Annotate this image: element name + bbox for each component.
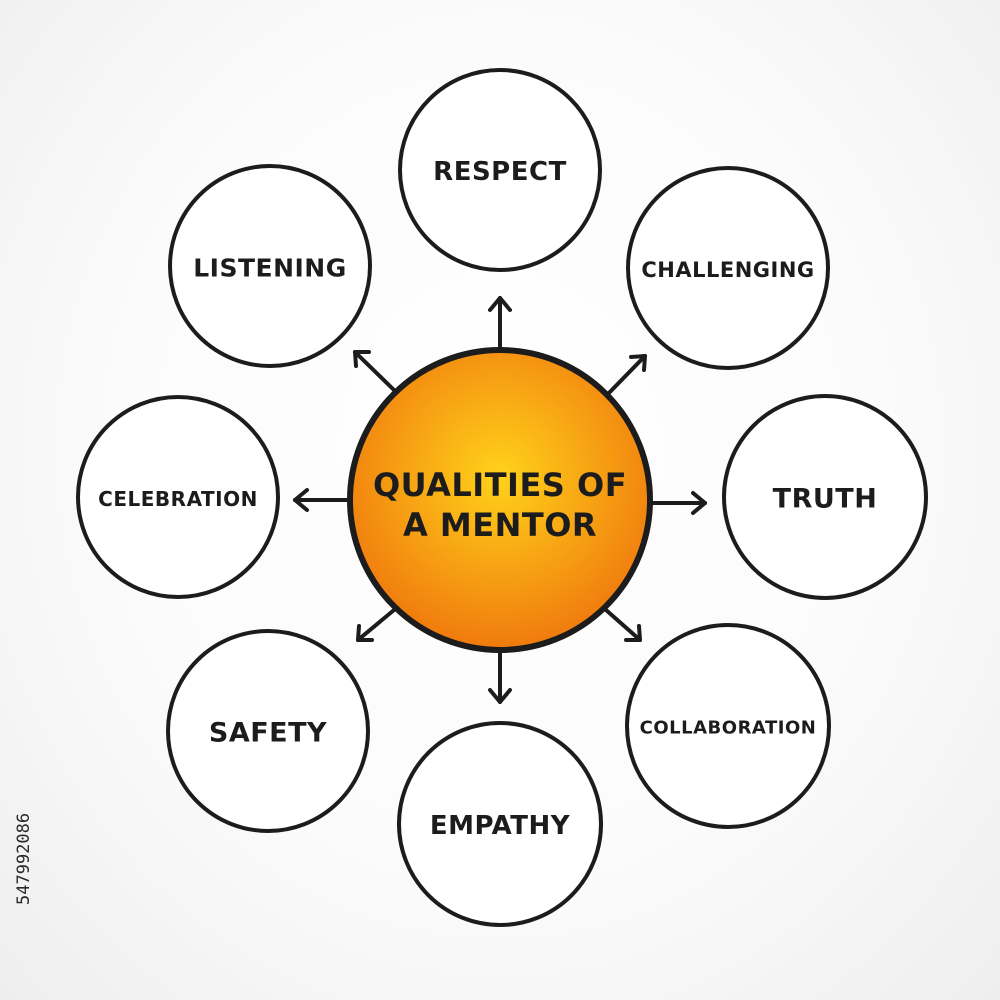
center-title-line1: QUALITIES OF [373,466,627,504]
arrows [293,296,707,704]
arrow-to-collaboration [604,608,642,642]
arrow-to-listening [353,350,396,392]
arrow-to-challenging [604,354,647,398]
node-empathy: EMPATHY [397,721,603,927]
node-label-collaboration: COLLABORATION [640,718,817,739]
arrow-to-celebration [293,488,352,512]
center-node: QUALITIES OF A MENTOR [347,347,653,653]
arrow-to-respect [488,296,512,352]
node-respect: RESPECT [398,68,602,272]
node-truth: TRUTH [722,394,928,600]
arrow-to-truth [648,491,707,515]
node-collaboration: COLLABORATION [625,623,831,829]
arrow-to-safety [356,608,396,642]
node-safety: SAFETY [166,629,370,833]
node-label-respect: RESPECT [433,157,567,187]
center-title-line2: A MENTOR [403,506,597,544]
node-celebration: CELEBRATION [76,395,280,599]
stock-id-text: 547992086 [14,812,34,905]
node-label-truth: TRUTH [773,484,878,515]
node-challenging: CHALLENGING [626,166,830,370]
node-label-celebration: CELEBRATION [98,487,258,511]
node-label-challenging: CHALLENGING [641,258,814,282]
node-label-safety: SAFETY [209,718,327,749]
arrow-to-empathy [488,648,512,704]
node-label-empathy: EMPATHY [430,811,571,841]
node-label-listening: LISTENING [193,254,347,283]
node-listening: LISTENING [168,164,372,368]
